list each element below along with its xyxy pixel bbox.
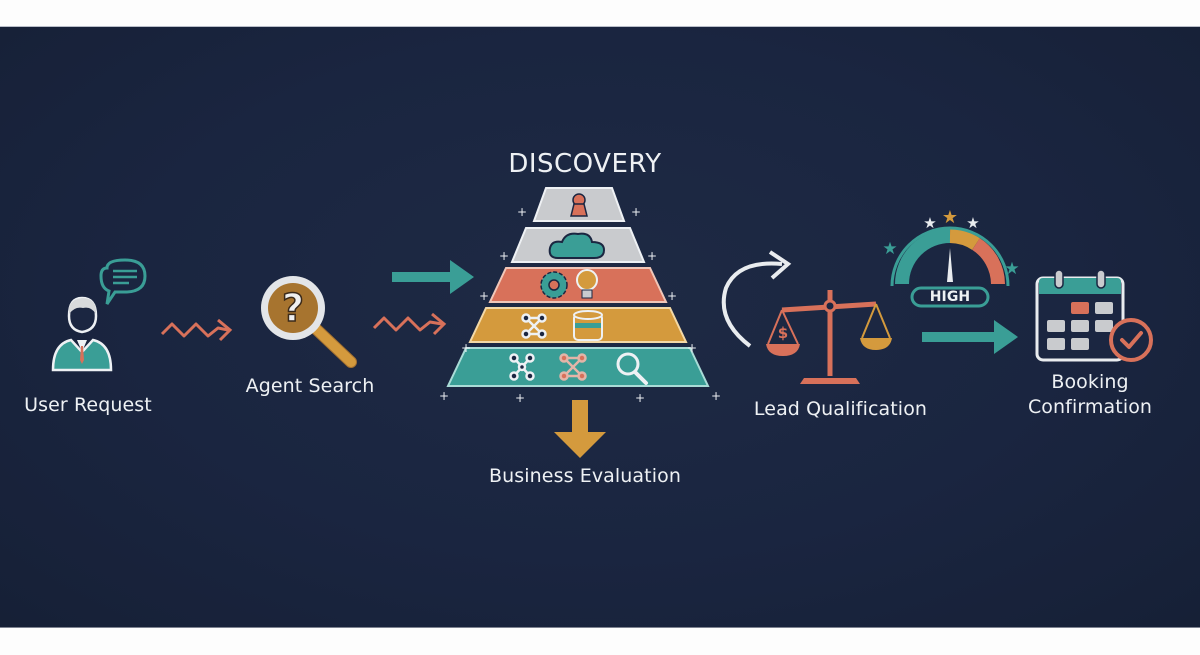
network-icon — [559, 353, 587, 381]
step-label-confirmation: Confirmation — [1027, 396, 1153, 418]
lightbulb-icon — [576, 269, 598, 299]
svg-text:+: + — [439, 389, 449, 403]
gauge-meter-icon: ★ ★ ★ ★ ★ — [882, 207, 1020, 308]
user-with-speech-bubble-icon — [51, 258, 147, 372]
step-label-booking: Booking — [1051, 371, 1129, 393]
keyhole-icon — [570, 193, 588, 217]
database-icon — [573, 310, 603, 341]
pyramid-icon: + + + + + + + + + + + + — [439, 187, 721, 405]
svg-text:+: + — [687, 341, 697, 355]
svg-text:?: ? — [282, 286, 304, 330]
svg-text:+: + — [479, 289, 489, 303]
curved-arrow-icon — [721, 250, 792, 348]
magnifier-icon — [616, 352, 648, 385]
network-icon — [521, 313, 547, 339]
svg-text:+: + — [631, 205, 641, 219]
straight-arrow-icon — [392, 260, 474, 294]
svg-text:★: ★ — [882, 239, 897, 259]
svg-text:+: + — [667, 289, 677, 303]
magnifier-question-icon: ? — [261, 276, 358, 369]
down-arrow-icon — [554, 400, 606, 458]
gauge-badge-high: HIGH — [929, 289, 971, 305]
svg-text:+: + — [461, 341, 471, 355]
svg-text:+: + — [635, 391, 645, 405]
svg-text:+: + — [499, 249, 509, 263]
svg-text:+: + — [711, 389, 721, 403]
svg-text:+: + — [647, 249, 657, 263]
step-label-user-request: User Request — [24, 394, 152, 416]
svg-text:+: + — [515, 391, 525, 405]
gear-icon — [540, 271, 568, 299]
step-label-agent-search: Agent Search — [245, 375, 375, 397]
balance-scale-icon: $ — [766, 290, 892, 384]
svg-text:★: ★ — [966, 214, 979, 232]
step-label-business-evaluation: Business Evaluation — [489, 465, 681, 487]
svg-text:★: ★ — [942, 207, 958, 228]
svg-text:★: ★ — [923, 214, 936, 232]
network-icon — [509, 353, 535, 381]
calendar-check-icon — [1035, 269, 1153, 362]
cloud-icon — [548, 232, 606, 259]
step-label-lead-qualification: Lead Qualification — [753, 398, 928, 420]
discovery-title: DISCOVERY — [508, 149, 662, 179]
zigzag-arrow-icon — [372, 312, 447, 336]
svg-text:$: $ — [778, 324, 788, 342]
svg-text:+: + — [517, 205, 527, 219]
straight-arrow-icon — [922, 320, 1018, 354]
zigzag-arrow-icon — [160, 318, 233, 342]
